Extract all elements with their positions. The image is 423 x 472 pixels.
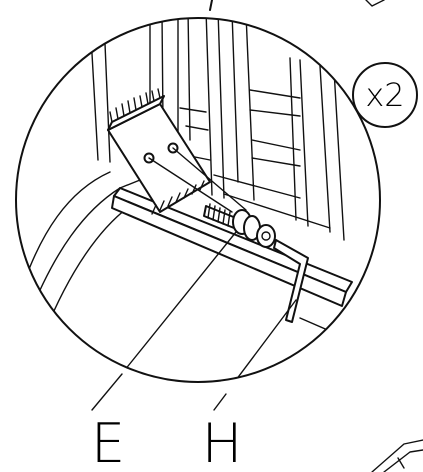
bracket-teeth-top	[109, 88, 161, 123]
part-label-e: E	[91, 412, 125, 472]
quantity-text: x2	[365, 76, 404, 114]
screw-head	[256, 224, 276, 248]
part-label-h: H	[202, 412, 243, 472]
quantity-badge: x2	[352, 62, 418, 128]
curved-edge	[17, 171, 111, 301]
leader-line-h-ext	[213, 393, 227, 411]
bottom-right-fragment	[371, 439, 423, 472]
metal-bracket	[107, 88, 247, 215]
leader-line-h	[223, 299, 297, 382]
leader-line-e-ext	[91, 373, 123, 411]
screw-e	[203, 203, 276, 248]
curved-edge	[27, 187, 121, 319]
leader-line-e	[119, 231, 237, 377]
hex-key-h	[273, 239, 309, 323]
top-right-fragment	[365, 0, 385, 7]
detail-circle-outline	[15, 17, 381, 383]
frame-slats	[89, 18, 345, 241]
screw-thread	[207, 203, 231, 227]
base-rail	[111, 179, 380, 359]
detail-magnifier	[17, 18, 380, 382]
bracket-teeth-bottom	[151, 180, 205, 215]
callout-top-line	[209, 0, 213, 11]
